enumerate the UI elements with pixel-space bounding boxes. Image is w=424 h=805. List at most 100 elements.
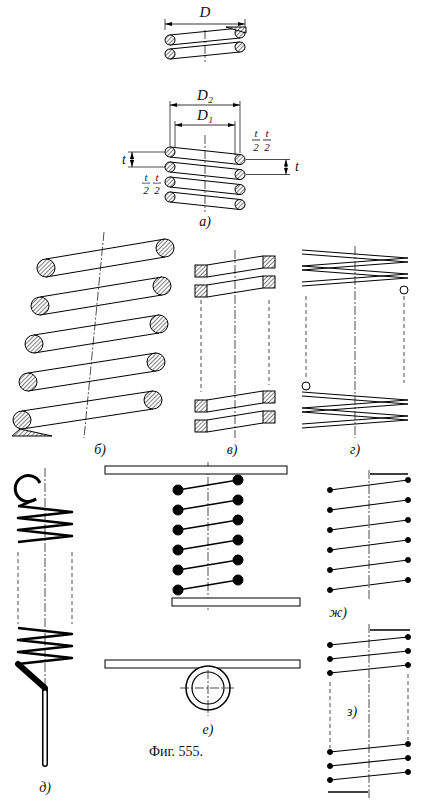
wire-section	[173, 485, 183, 495]
wire-section	[31, 297, 49, 315]
extension-line	[240, 101, 241, 153]
wire-section	[13, 411, 31, 429]
wire-section	[150, 315, 168, 333]
wire-line	[178, 520, 238, 530]
coil-line	[330, 637, 408, 645]
dimension-line	[170, 105, 240, 106]
figure-letter: з)	[346, 705, 358, 719]
wire-section	[263, 256, 275, 268]
hidden-line	[330, 682, 331, 748]
straight-end	[44, 692, 47, 764]
wire-line	[34, 333, 159, 353]
wire-line	[207, 276, 263, 285]
wire-section	[165, 192, 175, 202]
coil-line	[330, 560, 408, 570]
fraction-part: 2	[142, 185, 150, 196]
wire-line	[178, 580, 238, 590]
wire-end	[400, 286, 408, 294]
coil-line	[330, 772, 408, 780]
dimension-letter: D	[199, 5, 212, 20]
wire-section	[328, 508, 333, 513]
wire-section	[406, 635, 411, 640]
wire-section	[147, 353, 165, 371]
extension-line	[165, 19, 166, 30]
wire-section	[406, 770, 411, 775]
wire-section	[328, 568, 333, 573]
wire-section	[235, 200, 245, 210]
center-line	[369, 624, 370, 800]
fraction-part: t	[154, 172, 159, 183]
dimension-line	[165, 24, 245, 25]
hidden-line	[408, 674, 409, 740]
wire-section	[328, 643, 333, 648]
wire-line	[178, 540, 238, 550]
coil-line	[330, 580, 408, 590]
wire-section	[406, 518, 411, 523]
center-line	[355, 246, 356, 438]
coil-line	[330, 500, 408, 510]
wire-section	[406, 478, 411, 483]
wire-section	[173, 565, 183, 575]
wire-section	[37, 259, 55, 277]
figure-letter: ж)	[328, 606, 348, 620]
wire-section	[328, 528, 333, 533]
figure-letter: е)	[202, 723, 215, 737]
wire-section	[165, 35, 175, 45]
fraction-part: t	[253, 128, 258, 139]
coil-line	[330, 744, 408, 752]
figure-letter: д)	[38, 781, 52, 795]
dimension-line	[286, 160, 287, 175]
wire-section	[328, 488, 333, 493]
hidden-line	[18, 552, 19, 624]
wire-section	[233, 575, 243, 585]
wire-line	[170, 38, 240, 45]
wire-section	[263, 391, 275, 403]
hidden-line	[201, 300, 202, 392]
extension-line	[170, 101, 171, 146]
figure-letter: в)	[226, 443, 239, 457]
wire-section	[144, 391, 162, 409]
center-line	[45, 468, 46, 690]
wire-line	[170, 147, 240, 155]
wire-line	[207, 411, 263, 420]
center-line	[205, 135, 206, 212]
wire-section	[233, 515, 243, 525]
wire-line	[178, 480, 238, 490]
coil-line	[330, 520, 408, 530]
wire-section	[328, 657, 333, 662]
wire-line	[20, 499, 36, 506]
wire-line	[170, 28, 240, 35]
figure-letter: г)	[349, 443, 361, 457]
wire-line	[170, 162, 240, 170]
wire-line	[207, 403, 263, 412]
extension-line	[128, 167, 165, 168]
wire-line	[34, 315, 159, 335]
wire-section	[195, 400, 207, 412]
center-line	[208, 670, 209, 716]
center-line	[369, 470, 370, 600]
wire-section	[165, 147, 175, 157]
wire-line	[178, 560, 238, 570]
coil-line	[330, 480, 408, 490]
wire-section	[406, 578, 411, 583]
hidden-line	[306, 296, 307, 380]
wire-section	[406, 649, 411, 654]
ground-end	[328, 791, 368, 793]
wire-section	[233, 495, 243, 505]
fraction-part: 2	[153, 185, 161, 196]
center-line	[235, 250, 236, 438]
wire-line	[170, 202, 240, 210]
coil-line	[330, 758, 408, 766]
wire-line	[40, 295, 162, 315]
wire-line	[28, 353, 156, 373]
fraction-bar	[153, 183, 161, 184]
wire-section	[406, 538, 411, 543]
wire-line	[46, 257, 165, 277]
wire-section	[153, 277, 171, 295]
wire-section	[173, 525, 183, 535]
wire-section	[406, 742, 411, 747]
ground-end	[370, 629, 410, 631]
lever-arm	[172, 598, 300, 606]
wire-section	[173, 585, 183, 595]
wire-section	[406, 558, 411, 563]
